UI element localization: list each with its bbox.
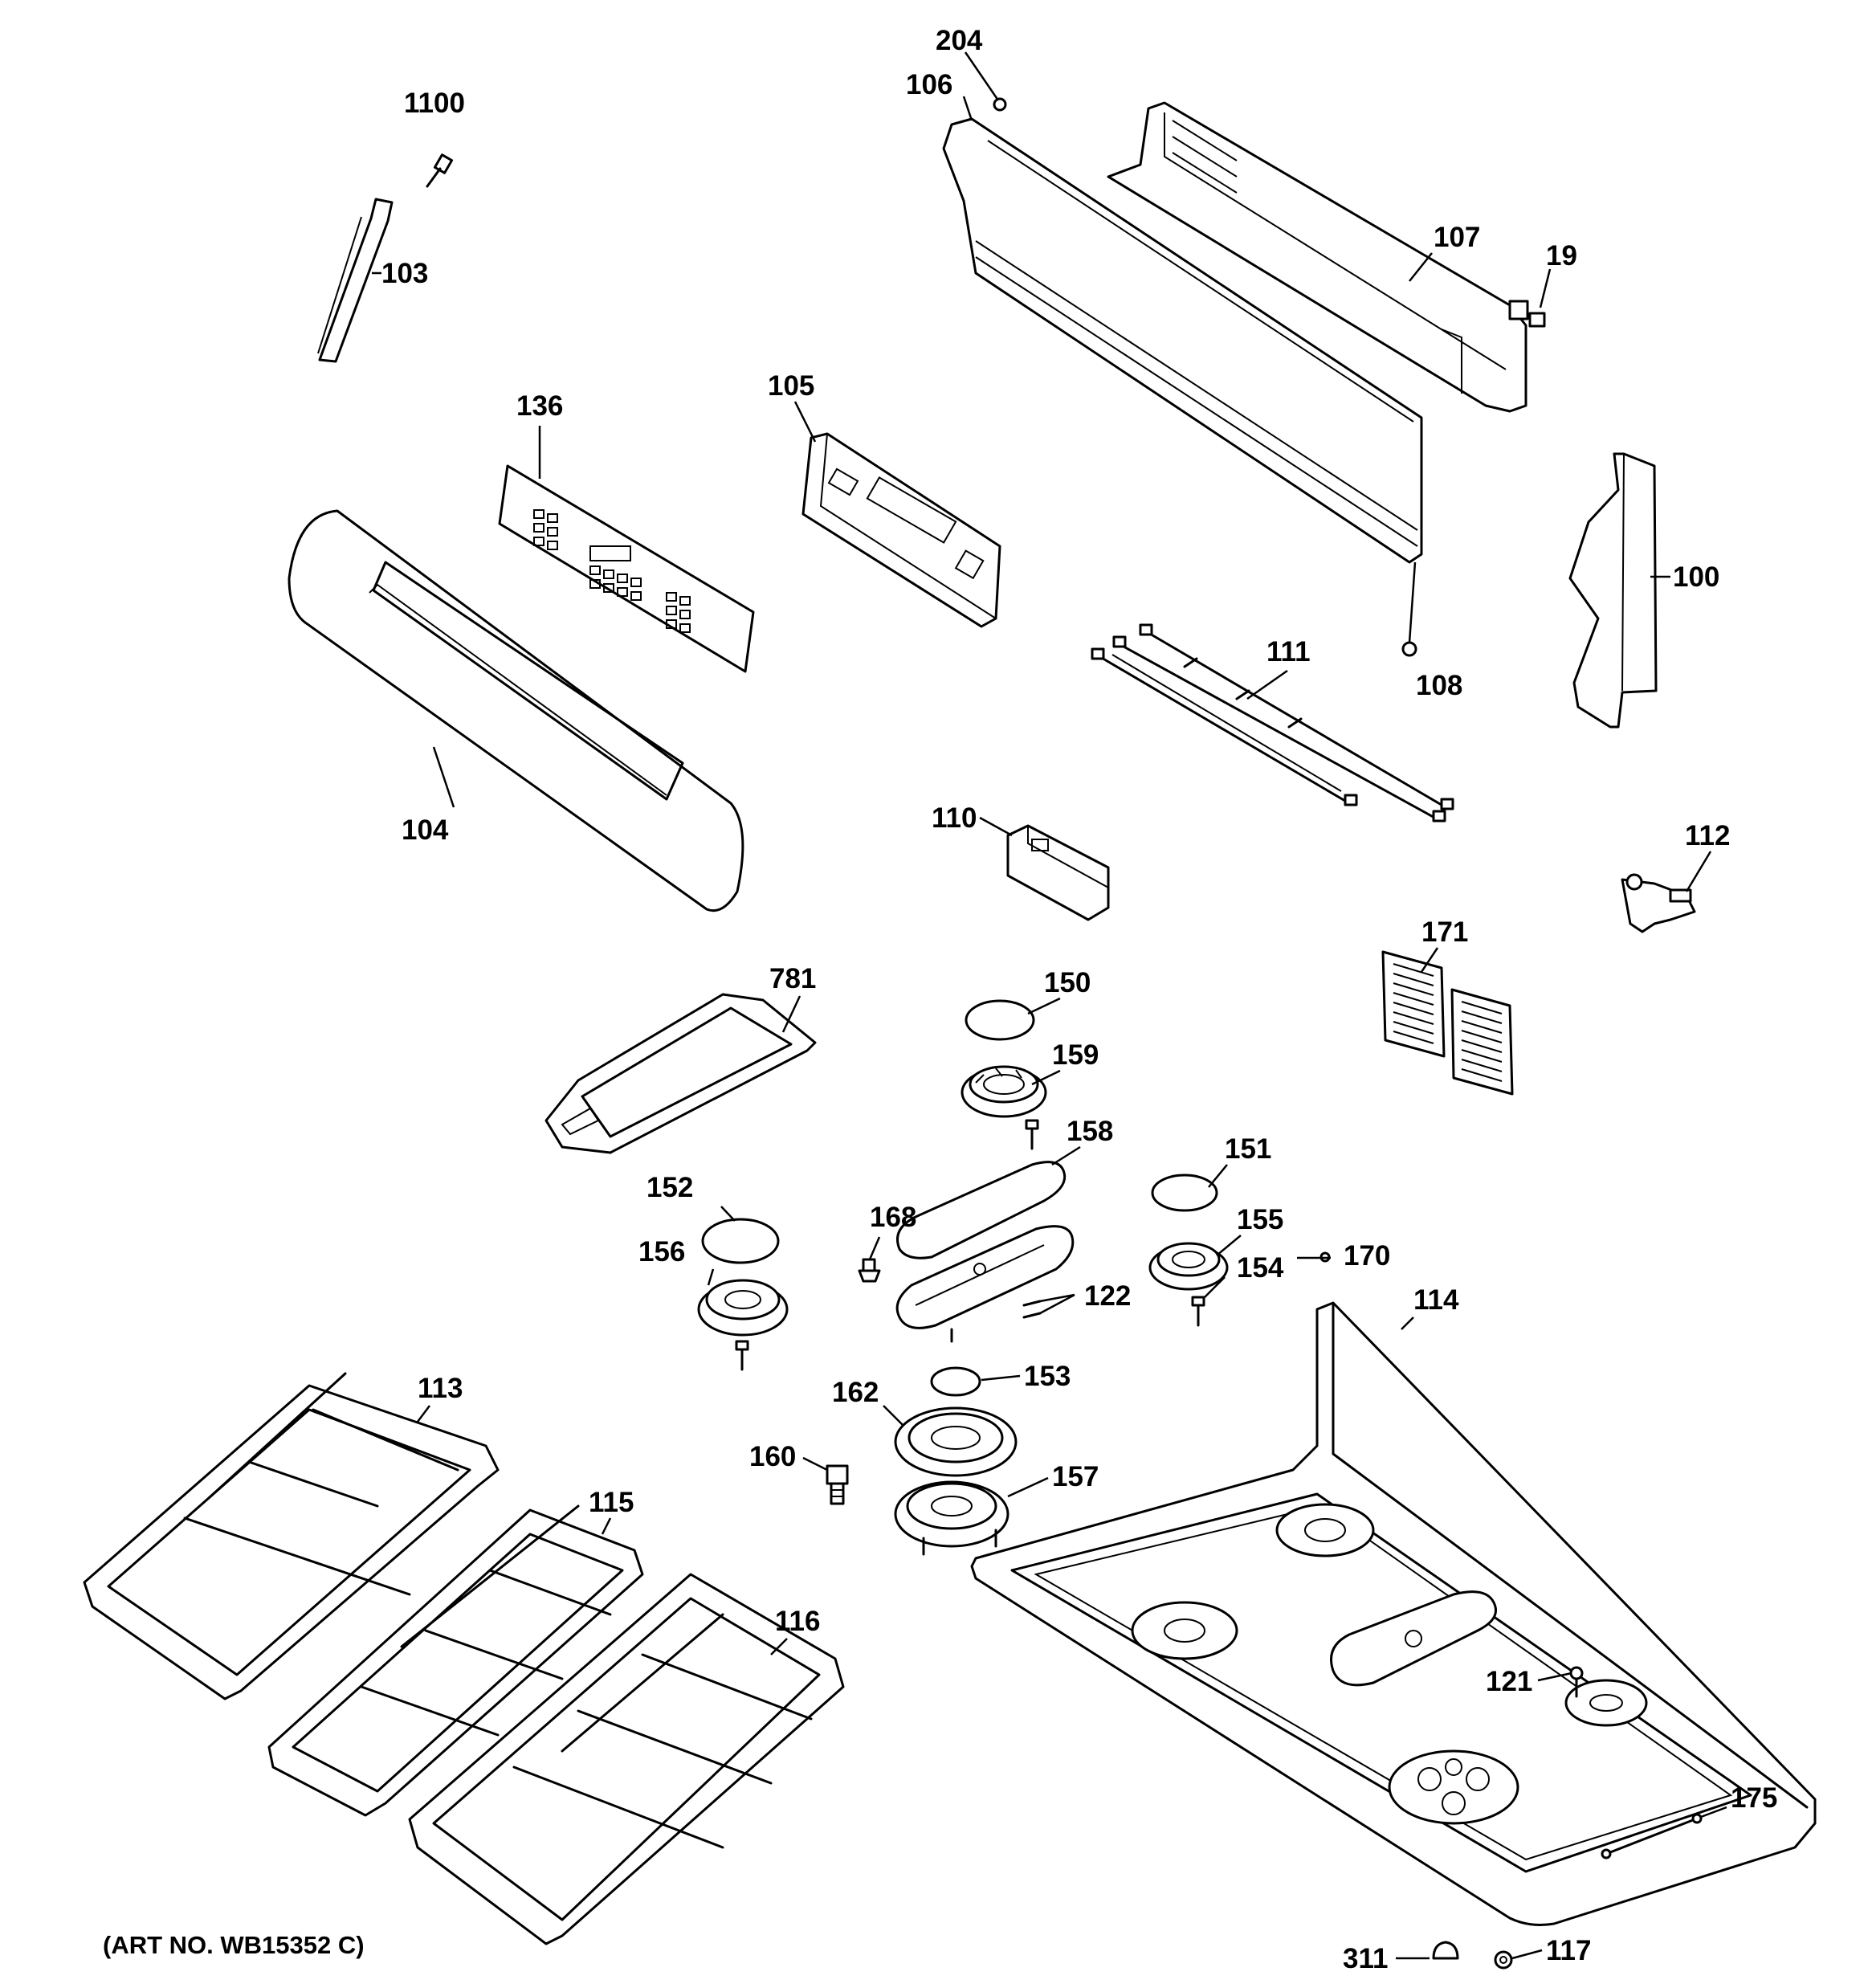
part-160-orifice — [826, 1464, 849, 1505]
part-156-burner-head — [697, 1279, 789, 1337]
label-170: 170 — [1344, 1240, 1390, 1272]
part-175-rod — [1601, 1813, 1703, 1859]
part-155-burner-head — [1148, 1242, 1229, 1291]
label-114: 114 — [1413, 1284, 1459, 1316]
leader-lines — [372, 51, 1727, 1960]
part-112-valve — [1621, 873, 1696, 933]
part-154-screw — [1191, 1296, 1205, 1327]
label-100: 100 — [1673, 561, 1719, 593]
label-168: 168 — [870, 1202, 916, 1233]
part-labels: 1100 103 204 106 107 19 136 105 100 104 … — [381, 25, 1777, 1974]
part-19-connector — [1508, 300, 1546, 328]
label-158: 158 — [1067, 1116, 1113, 1147]
label-116: 116 — [775, 1606, 820, 1637]
label-155: 155 — [1237, 1204, 1283, 1235]
label-105: 105 — [768, 370, 814, 402]
label-781: 781 — [769, 963, 816, 994]
label-115: 115 — [589, 1487, 634, 1518]
part-159-screw — [1025, 1119, 1039, 1150]
label-204: 204 — [936, 25, 983, 56]
part-114-cooktop — [970, 1301, 1817, 1926]
part-oval-burner-base — [895, 1225, 1075, 1343]
label-122: 122 — [1084, 1280, 1131, 1312]
part-151-burner-cap — [1151, 1174, 1218, 1212]
label-150: 150 — [1044, 967, 1091, 998]
part-171-vent-grille — [1381, 950, 1514, 1096]
label-159: 159 — [1052, 1039, 1099, 1071]
part-106-backguard — [942, 117, 1423, 564]
part-1100-screw — [426, 153, 454, 188]
part-105-control-board — [801, 432, 1001, 628]
part-116-grate — [408, 1573, 845, 1945]
part-157-burner-base — [894, 1480, 1009, 1556]
part-162-burner-ring — [894, 1406, 1018, 1477]
part-168-electrode — [858, 1258, 881, 1283]
label-106: 106 — [906, 69, 952, 100]
label-121: 121 — [1486, 1666, 1532, 1697]
part-110-spark-module — [1006, 824, 1110, 921]
label-153: 153 — [1024, 1361, 1071, 1392]
label-110: 110 — [932, 802, 977, 834]
label-171: 171 — [1421, 916, 1468, 948]
label-117: 117 — [1546, 1935, 1591, 1966]
part-115-grate — [267, 1504, 644, 1817]
part-311-leveling-leg — [1432, 1941, 1459, 1960]
label-104: 104 — [402, 814, 449, 846]
label-136: 136 — [516, 390, 563, 422]
part-100-side-trim — [1568, 452, 1658, 729]
part-781-griddle — [544, 993, 817, 1154]
label-157: 157 — [1052, 1461, 1099, 1492]
part-107-manifold-panel — [1107, 101, 1527, 413]
label-19: 19 — [1546, 240, 1577, 271]
label-111: 111 — [1266, 636, 1311, 667]
label-112: 112 — [1685, 820, 1730, 851]
part-113-grate — [83, 1372, 500, 1700]
part-150-burner-cap — [965, 999, 1035, 1041]
label-156: 156 — [638, 1236, 685, 1268]
art-number: (ART NO. WB15352 C) — [103, 1931, 365, 1959]
label-103: 103 — [381, 258, 428, 289]
part-204-screw — [993, 97, 1007, 112]
part-136-overlay — [498, 464, 755, 673]
label-113: 113 — [418, 1373, 463, 1404]
label-154: 154 — [1237, 1252, 1284, 1284]
part-103-bracket — [317, 198, 394, 363]
part-117-nut — [1494, 1950, 1513, 1970]
part-156-screw — [735, 1340, 749, 1371]
part-152-burner-cap — [701, 1218, 780, 1264]
label-1100: 1100 — [404, 88, 465, 119]
part-158-oval-cap — [896, 1161, 1067, 1259]
label-108: 108 — [1416, 670, 1462, 701]
label-311: 311 — [1343, 1943, 1388, 1974]
label-151: 151 — [1225, 1133, 1271, 1165]
part-159-burner-head — [961, 1065, 1047, 1118]
part-111-wire-harness — [1091, 623, 1454, 823]
part-153-burner-cap — [930, 1366, 981, 1397]
label-107: 107 — [1434, 222, 1480, 253]
part-122-screws — [1022, 1300, 1042, 1319]
label-160: 160 — [749, 1441, 796, 1472]
label-152: 152 — [646, 1172, 693, 1203]
part-104-control-panel — [288, 509, 744, 912]
part-108-screw — [1401, 561, 1417, 657]
label-162: 162 — [832, 1377, 879, 1408]
label-175: 175 — [1731, 1782, 1777, 1814]
part-121-screw — [1569, 1666, 1584, 1698]
